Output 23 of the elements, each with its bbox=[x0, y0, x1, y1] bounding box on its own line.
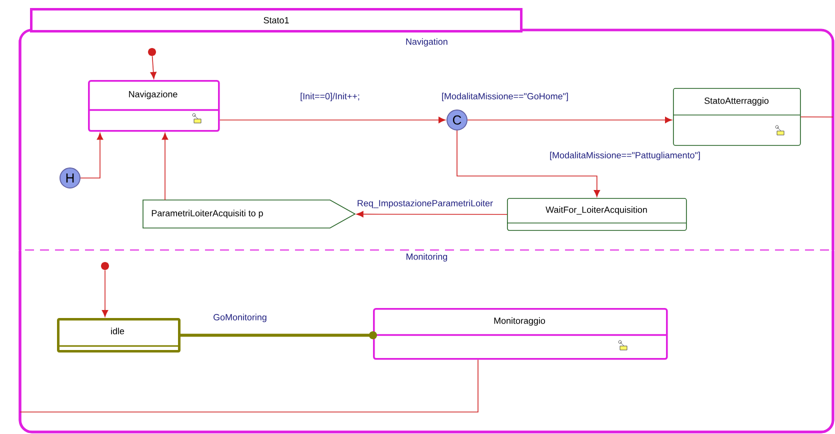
state-box: StatoAtterraggio bbox=[672, 88, 801, 146]
transition-arrow bbox=[180, 331, 377, 340]
transition-arrow bbox=[356, 211, 508, 218]
state-box: Monitoraggio bbox=[373, 308, 668, 360]
edge-label: GoMonitoring bbox=[212, 312, 268, 324]
edge-label: Req_ImpostazioneParametriLoiter bbox=[356, 198, 494, 210]
transition-arrow bbox=[80, 132, 104, 178]
node-label: Stato1 bbox=[264, 17, 289, 24]
state-box: WaitFor_LoiterAcquisition bbox=[506, 198, 687, 231]
initial-dot bbox=[101, 262, 109, 270]
state-box: idle bbox=[57, 318, 180, 352]
transition-arrow bbox=[150, 56, 157, 79]
initial-dot bbox=[148, 48, 156, 56]
transition-arrow bbox=[219, 116, 446, 124]
transition-arrow bbox=[162, 132, 168, 200]
transition-arrow bbox=[456, 130, 600, 197]
edge-label: [ModalitaMissione=="Pattugliamento"] bbox=[548, 150, 702, 162]
send-signal-box: ParametriLoiterAcquisiti to p bbox=[142, 200, 356, 228]
edge-label: [Init==0]/Init++; bbox=[299, 92, 361, 102]
transition-arrow bbox=[467, 116, 672, 124]
transition-arrow bbox=[102, 270, 108, 317]
edge-label: [ModalitaMissione=="GoHome"] bbox=[440, 92, 570, 102]
state-box: Navigazione bbox=[88, 80, 220, 132]
